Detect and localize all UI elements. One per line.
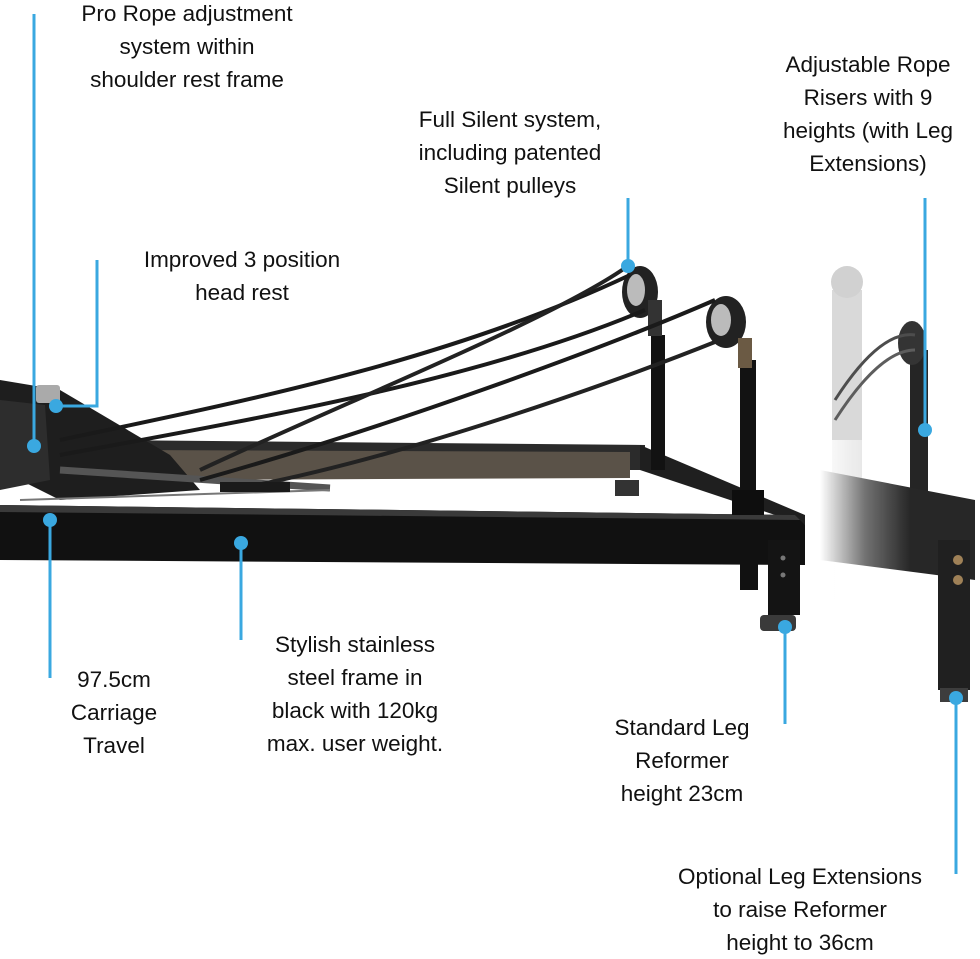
pro-rope-marker — [27, 439, 41, 453]
steel-frame-marker — [234, 536, 248, 550]
head-rest-marker — [49, 399, 63, 413]
leg-extensions-label: Optional Leg Extensions to raise Reforme… — [678, 864, 922, 955]
silent-system-label: Full Silent system, including patented S… — [418, 107, 602, 198]
pro-rope-label: Pro Rope adjustment system within should… — [81, 1, 293, 92]
rope-risers-marker — [918, 423, 932, 437]
rope-risers-label: Adjustable Rope Risers with 9 heights (w… — [782, 52, 954, 176]
reformer-frame — [0, 266, 805, 631]
standard-leg-marker — [778, 620, 792, 634]
carriage-travel-label: 97.5cm Carriage Travel — [70, 667, 158, 758]
head-rest-label: Improved 3 position head rest — [143, 247, 341, 305]
leg-extension-frame — [820, 266, 975, 702]
callout-dots — [27, 259, 963, 705]
steel-frame-label: Stylish stainless steel frame in black w… — [266, 632, 444, 756]
carriage-travel-marker — [43, 513, 57, 527]
standard-leg-label: Standard Leg Reformer height 23cm — [614, 715, 750, 806]
silent-system-marker — [621, 259, 635, 273]
leg-extensions-marker — [949, 691, 963, 705]
head-rest-leader — [56, 260, 99, 408]
callout-lines — [32, 14, 958, 874]
